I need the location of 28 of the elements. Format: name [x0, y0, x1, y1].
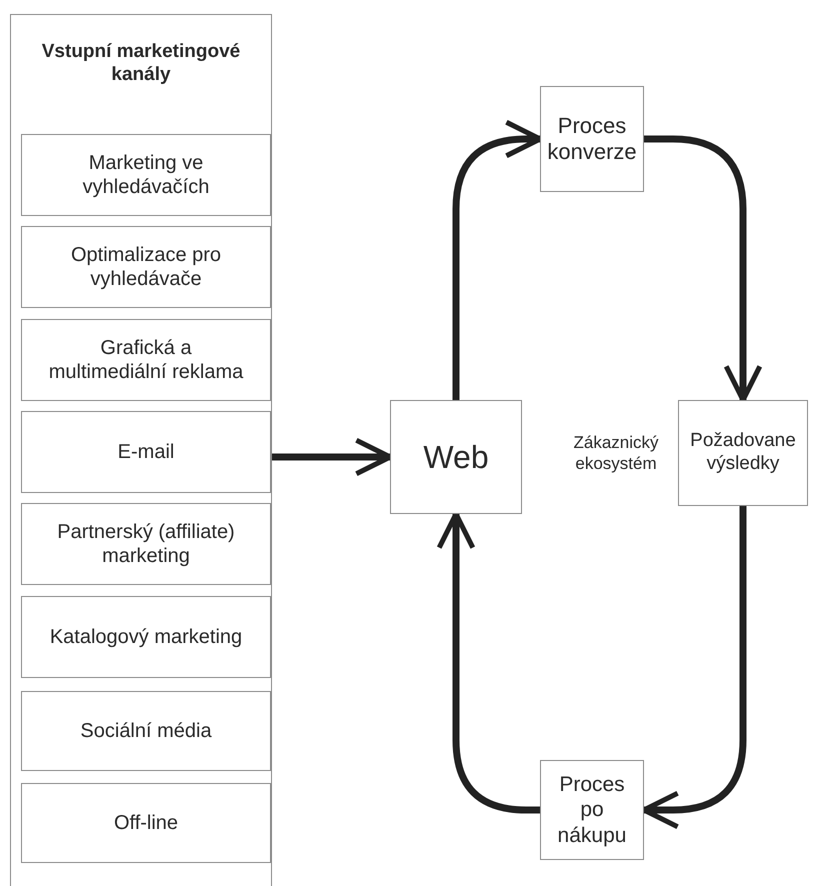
box-label: E-mail: [118, 440, 174, 464]
process-box: [21, 134, 271, 216]
box-label: Proces po nákupu: [558, 772, 626, 848]
arrow: [644, 136, 762, 403]
box-label: Web: [423, 438, 489, 476]
process-box: [21, 319, 271, 401]
box-label: Marketing ve vyhledávačích: [82, 151, 210, 199]
box-label: Off-line: [114, 811, 178, 835]
process-box: [21, 691, 271, 771]
process-box: [21, 783, 271, 863]
process-box: [540, 760, 644, 860]
channel-panel: [10, 14, 272, 886]
process-box: [21, 596, 271, 678]
diagram-label: Zákaznický ekosystém: [572, 432, 660, 474]
box-label: Sociální média: [80, 719, 212, 743]
process-box: [21, 503, 271, 585]
box-label: Grafická a multimediální reklama: [48, 336, 244, 384]
box-label: Proces konverze: [547, 112, 637, 166]
box-label: Požadovane výsledky: [690, 430, 796, 476]
box-label: Partnerský (affiliate) marketing: [56, 520, 236, 568]
process-box: [540, 86, 644, 192]
box-label: Optimalizace pro vyhledávače: [70, 243, 222, 291]
process-box: [678, 400, 808, 506]
panel-heading: Vstupní marketingové kanály: [40, 41, 242, 87]
box-label: Katalogový marketing: [50, 625, 242, 649]
process-box: [21, 226, 271, 308]
process-box: [390, 400, 522, 514]
process-box: [21, 411, 271, 493]
